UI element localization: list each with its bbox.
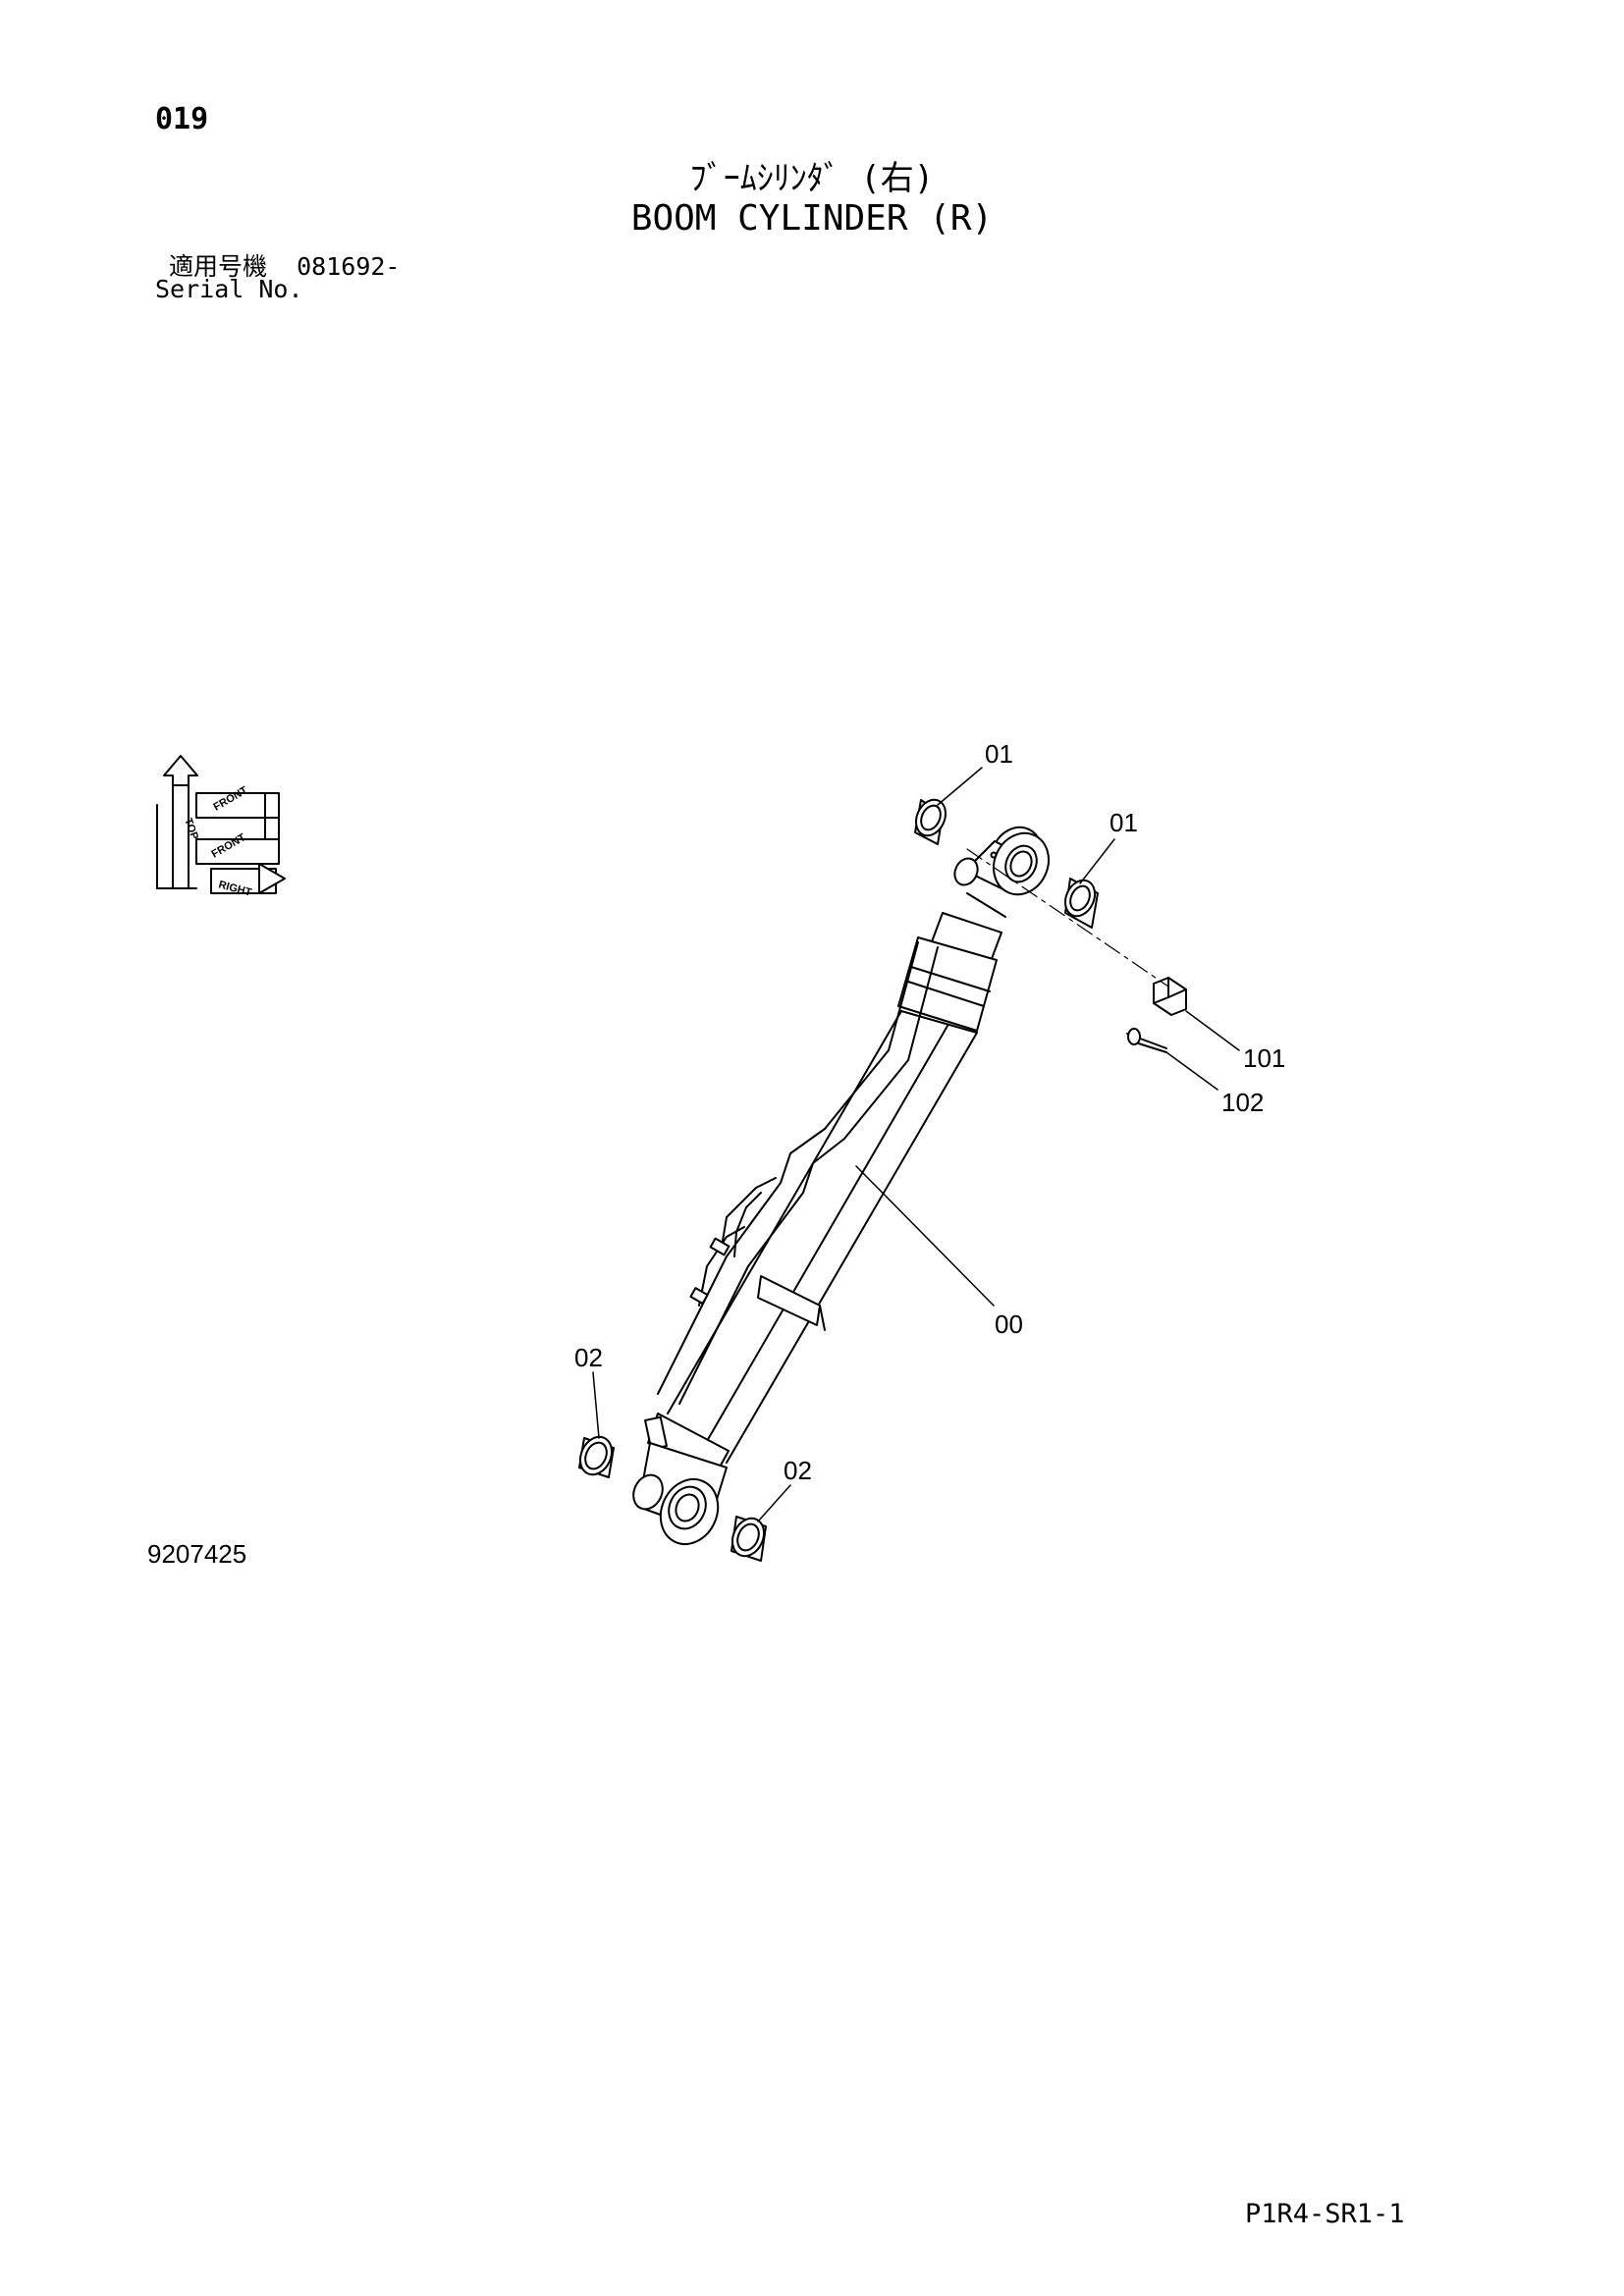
sheet-code: P1R4-SR1-1 [1245,2199,1405,2229]
callout-cylinder: 00 [995,1309,1023,1339]
bushing-bottom-left [578,1435,615,1478]
serial-label-english: Serial No. [155,275,303,303]
bushing-top-right [1063,878,1099,929]
pin-axis-centerline [966,848,1169,988]
title-japanese: ﾌﾞｰﾑｼﾘﾝﾀﾞ (右) [689,159,935,198]
serial-line-japanese: 適用号機 081692- [169,247,400,283]
nut [1153,977,1187,1016]
callout-bushing-bottom-left: 02 [574,1343,603,1372]
serial-value: 081692- [297,252,401,281]
callout-bushing-top-right: 01 [1110,808,1138,837]
bushing-bottom-right [731,1516,767,1562]
pipe-clamp [757,1275,826,1331]
orientation-compass-icon [156,755,286,894]
leader-lines [592,767,1240,1522]
cylinder-tube [667,1010,978,1464]
title-english: BOOM CYLINDER (R) [630,198,994,239]
figure-number: 9207425 [147,1539,247,1569]
cotter-pin [1126,1028,1167,1053]
bushing-top-left [914,798,947,845]
rod-eye [953,826,1050,896]
page-number: 019 [155,102,209,136]
hydraulic-pipe [657,941,939,1405]
callout-cotter-pin: 102 [1221,1088,1264,1117]
callout-nut: 101 [1243,1043,1285,1073]
cylinder-head [897,912,1002,1032]
cylinder-bottom [632,1413,730,1546]
serial-label-japanese: 適用号機 [169,252,268,281]
callout-bushing-bottom-right: 02 [784,1456,812,1485]
callout-bushing-top-left: 01 [985,739,1013,769]
